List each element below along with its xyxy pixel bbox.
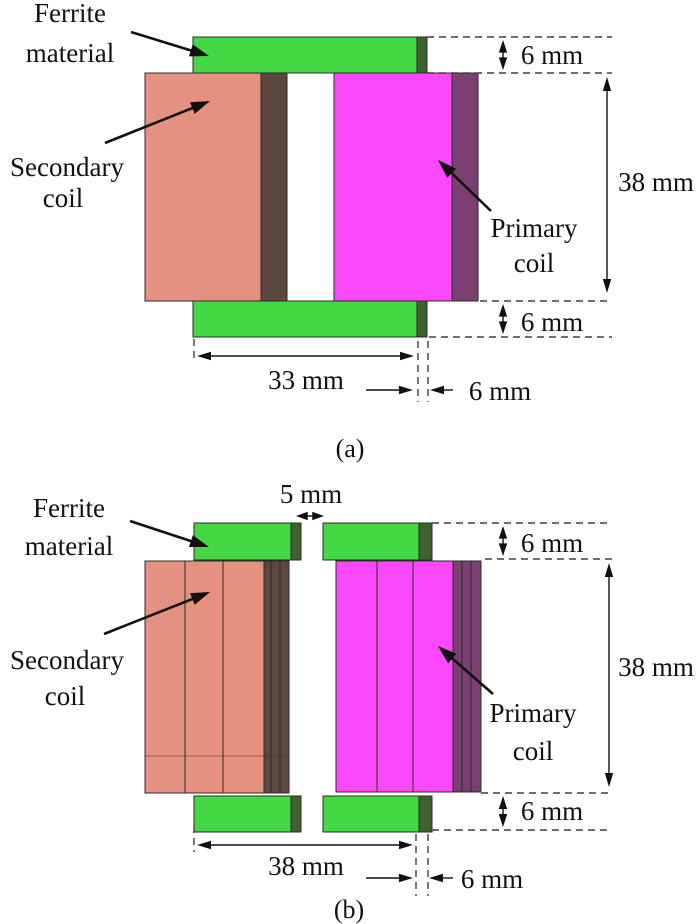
- ferrite-label-line2-a: material: [26, 38, 114, 68]
- dim-ferrite-bottom-a: 6 mm: [521, 307, 583, 337]
- primary-strip-1-b: [335, 560, 378, 793]
- dim-arrow-ferrite-bottom-a: [498, 304, 508, 334]
- ferrite-label-line1-a: Ferrite: [34, 0, 106, 28]
- dim-arrow-edge-right-b: [429, 873, 453, 883]
- ferrite-bottom-left-plate-b: [193, 795, 292, 833]
- dim-arrow-width-b: [197, 840, 413, 850]
- caption-b: (b): [334, 895, 364, 924]
- ferrite-label-line2-b: material: [25, 531, 113, 561]
- primary-label-line1-b: Primary: [490, 698, 577, 728]
- ferrite-bottom-right-edge-b: [418, 795, 433, 833]
- ferrite-top-right-edge-b: [418, 522, 433, 561]
- ferrite-top-plate-a: [192, 36, 418, 74]
- primary-strip-2-b: [376, 560, 414, 793]
- primary-label-line1-a: Primary: [491, 213, 578, 243]
- dim-arrow-ferrite-top-a: [498, 40, 508, 70]
- ferrite-bottom-left-edge-b: [290, 795, 302, 833]
- ferrite-label-line1-b: Ferrite: [33, 493, 105, 523]
- ferrite-bottom-edge-a: [416, 300, 428, 338]
- ferrite-top-left-edge-b: [290, 522, 302, 561]
- ferrite-bottom-right-plate-b: [322, 795, 420, 833]
- assembly-b: 5 mmFerritematerialSecondarycoilPrimaryc…: [10, 479, 694, 924]
- primary-label-line2-b: coil: [513, 736, 554, 766]
- dim-edge-b: 6 mm: [461, 864, 523, 894]
- dim-arrow-width-a: [197, 351, 414, 361]
- dim-height-b: 38 mm: [618, 652, 694, 682]
- dim-arrow-edge-left-b: [366, 873, 413, 883]
- secondary-pointer-a: [104, 101, 210, 145]
- secondary-coil-side-a: [260, 72, 288, 302]
- dim-arrow-edge-right-a: [430, 385, 453, 395]
- secondary-strip-3-b: [222, 560, 265, 794]
- primary-side-strip-1-b: [452, 560, 463, 793]
- ferrite-bottom-plate-a: [192, 300, 418, 338]
- dim-height-a: 38 mm: [618, 167, 694, 197]
- primary-label-line2-a: coil: [514, 248, 555, 278]
- secondary-coil-block-a: [144, 72, 262, 302]
- dim-edge-a: 6 mm: [469, 376, 531, 406]
- primary-coil-block-a: [333, 72, 453, 302]
- secondary-side-strip-3-b: [279, 560, 290, 794]
- primary-pointer-a: [438, 160, 492, 212]
- dim-arrow-edge-left-a: [366, 385, 413, 395]
- dim-ferrite-top-a: 6 mm: [521, 40, 583, 70]
- ferrite-pointer-b: [129, 519, 209, 548]
- secondary-label-line2-b: coil: [45, 681, 86, 711]
- dim-arrow-ferrite-top-b: [498, 526, 508, 556]
- secondary-label-line1-b: Secondary: [10, 645, 124, 675]
- secondary-side-strip-1-b: [263, 560, 272, 794]
- assembly-a: FerritematerialSecondarycoilPrimarycoil6…: [10, 0, 694, 463]
- primary-strip-3-b: [412, 560, 454, 793]
- ferrite-top-left-plate-b: [193, 522, 292, 561]
- dim-width-a: 33 mm: [268, 365, 344, 395]
- secondary-label-line2-a: coil: [43, 183, 84, 213]
- dim-arrow-height-a: [602, 77, 612, 293]
- ferrite-top-edge-a: [416, 36, 428, 74]
- primary-side-strip-2-b: [461, 560, 472, 793]
- ferrite-pointer-a: [130, 30, 209, 57]
- dim-arrow-ferrite-bottom-b: [498, 796, 508, 827]
- dim-arrow-gap-b: [296, 511, 324, 521]
- dim-gap-b: 5 mm: [280, 479, 342, 509]
- dim-ferrite-bottom-b: 6 mm: [521, 796, 583, 826]
- caption-a: (a): [336, 434, 365, 463]
- ferrite-top-right-plate-b: [322, 522, 420, 561]
- secondary-pointer-b: [103, 592, 210, 636]
- secondary-label-line1-a: Secondary: [10, 152, 124, 182]
- secondary-strip-1-b: [144, 560, 186, 794]
- primary-pointer-b: [438, 646, 494, 695]
- dim-ferrite-top-b: 6 mm: [521, 528, 583, 558]
- dim-arrow-height-b: [604, 563, 614, 787]
- secondary-side-strip-2-b: [270, 560, 281, 794]
- dim-width-b: 38 mm: [268, 851, 344, 881]
